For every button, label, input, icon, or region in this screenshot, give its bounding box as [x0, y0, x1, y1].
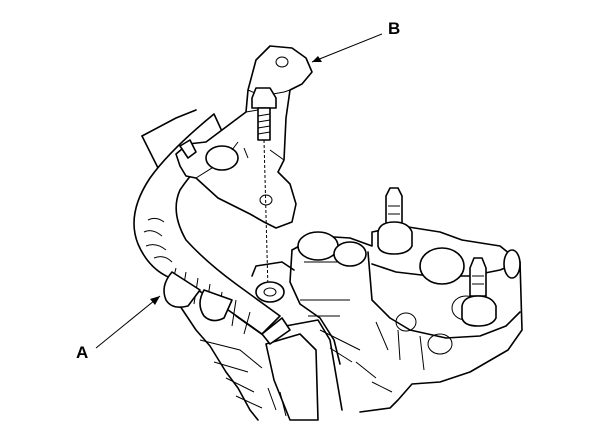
- plug-cap-1: [297, 231, 339, 261]
- stud-right: [461, 257, 497, 327]
- callout-leaders: [95, 33, 383, 349]
- mounting-boss: [251, 261, 295, 303]
- wire-harness: [133, 113, 291, 345]
- plug-cap-3: [419, 247, 465, 285]
- plug-cap-4: [503, 249, 521, 279]
- callout-label-a: A: [76, 343, 88, 362]
- plug-cap-2: [333, 241, 367, 267]
- engine-block: [289, 225, 523, 413]
- stud-left: [377, 187, 413, 255]
- callout-label-b: B: [388, 19, 400, 38]
- arrowhead-b: [312, 56, 322, 62]
- mounting-bolt: [251, 87, 277, 291]
- bracket-b: [175, 45, 313, 229]
- arrowhead-a: [150, 296, 160, 305]
